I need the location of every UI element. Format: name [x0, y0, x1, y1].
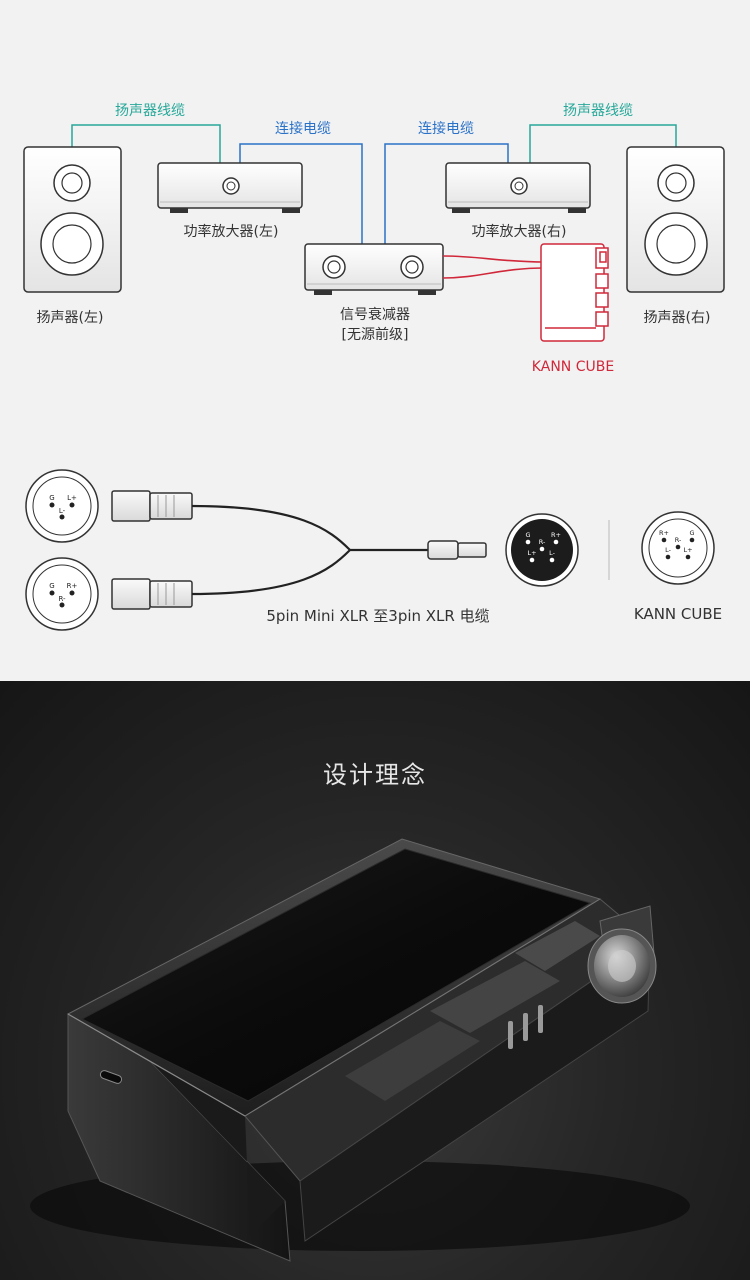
pin-label: R-: [539, 538, 546, 546]
pin-label: R-: [58, 595, 66, 603]
xlr-plug-left-channel: [112, 491, 192, 521]
pin-label: R+: [659, 529, 669, 537]
signal-attenuator: [305, 244, 443, 295]
pin-label: G: [49, 494, 54, 502]
device-label: KANN CUBE: [634, 605, 722, 623]
attenuator-sublabel: [无源前级]: [342, 324, 409, 344]
xlr-face-right-channel: [26, 558, 98, 630]
xlr-face-left-channel: [26, 470, 98, 542]
pin-label: L-: [59, 507, 66, 515]
amplifier-left: [158, 163, 302, 213]
design-concept-section: 设计理念: [0, 681, 750, 1280]
kann-cube-jack-face: [642, 512, 714, 584]
pin-label: G: [49, 582, 54, 590]
cable-label: 5pin Mini XLR 至3pin XLR 电缆: [266, 605, 489, 626]
amplifier-right-label: 功率放大器(右): [472, 221, 567, 241]
connect-cable-label-right: 连接电缆: [418, 118, 474, 138]
speaker-right-label: 扬声器(右): [644, 307, 711, 327]
pin-label: R+: [67, 582, 78, 590]
connect-cable-label-left: 连接电缆: [275, 118, 331, 138]
speaker-cable-label-right: 扬声器线缆: [563, 100, 633, 120]
pin-label: L-: [665, 546, 672, 554]
pin-label: L-: [549, 549, 556, 557]
speaker-left-label: 扬声器(左): [37, 307, 104, 327]
pin-label: L+: [67, 494, 77, 502]
connection-diagram: G L+ L- G R+ R- G R- R+ L+ L- R+ R- G L-: [0, 0, 750, 681]
xlr-plug-right-channel: [112, 579, 192, 609]
pin-label: R-: [675, 536, 682, 544]
speaker-cable-label-left: 扬声器线缆: [115, 100, 185, 120]
y-cable: [192, 506, 428, 594]
amplifier-left-label: 功率放大器(左): [184, 221, 279, 241]
amplifier-right: [446, 163, 590, 213]
device-cable: [443, 256, 545, 278]
kann-cube-device: [541, 244, 608, 341]
pin-label: R+: [551, 531, 561, 539]
pin-label: L+: [527, 549, 536, 557]
pin-label: G: [525, 531, 530, 539]
pin-label: G: [689, 529, 694, 537]
speaker-left: [24, 147, 121, 292]
kann-cube-label: KANN CUBE: [532, 359, 614, 375]
speaker-right: [627, 147, 724, 292]
mini-xlr-face: [506, 514, 578, 586]
mini-xlr-plug: [428, 541, 486, 559]
pin-label: L+: [683, 546, 692, 554]
player-device-photo: [0, 681, 750, 1280]
attenuator-label: 信号衰减器: [340, 304, 410, 324]
